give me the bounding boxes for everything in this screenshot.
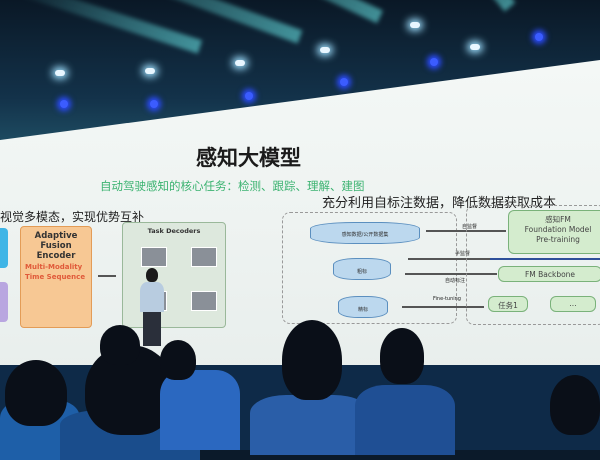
fine-label-cylinder: 精标 xyxy=(338,296,388,318)
light-beam xyxy=(446,0,516,12)
encoder-title: Adaptive Fusion Encoder xyxy=(34,231,78,261)
arrow-label: Fine-tuning xyxy=(433,296,461,302)
coarse-label-cylinder: 粗标 xyxy=(333,258,391,280)
light-beam xyxy=(7,0,203,54)
divider xyxy=(490,258,600,260)
encoder-item: Multi-Modality xyxy=(25,263,83,271)
encoder-item: Time Sequence xyxy=(25,273,86,281)
arrow xyxy=(402,306,484,308)
task-box: 任务1 xyxy=(488,296,528,312)
fm-backbone-box: FM Backbone xyxy=(498,266,600,282)
arrow xyxy=(98,275,116,277)
decoders-title: Task Decoders xyxy=(147,227,201,235)
dataset-panel xyxy=(282,212,457,324)
fm-panel xyxy=(466,205,600,325)
slide-title: 感知大模型 xyxy=(196,146,301,170)
right-heading: 充分利用自标注数据，降低数据获取成本 xyxy=(322,196,557,211)
arrow-label: 自监督 xyxy=(462,224,478,230)
arrow xyxy=(408,258,504,260)
arrow-label: 自动标注 xyxy=(445,278,466,284)
left-heading: 视觉多模态，实现优势互补 xyxy=(0,210,145,224)
task-box: ... xyxy=(550,296,596,312)
task-decoders-box: Task Decoders xyxy=(122,222,226,328)
arrow xyxy=(405,273,497,275)
modality-box xyxy=(0,282,8,322)
modality-box xyxy=(0,228,8,268)
arrow-label: 半监督 xyxy=(455,251,471,257)
presenter xyxy=(140,268,164,348)
fusion-encoder-box: Adaptive Fusion Encoder Multi-Modality T… xyxy=(20,226,92,328)
slide-subtitle: 自动驾驶感知的核心任务：检测、跟踪、理解、建图 xyxy=(100,179,365,193)
dataset-cylinder: 感知数据/公开数据集 xyxy=(310,222,420,244)
